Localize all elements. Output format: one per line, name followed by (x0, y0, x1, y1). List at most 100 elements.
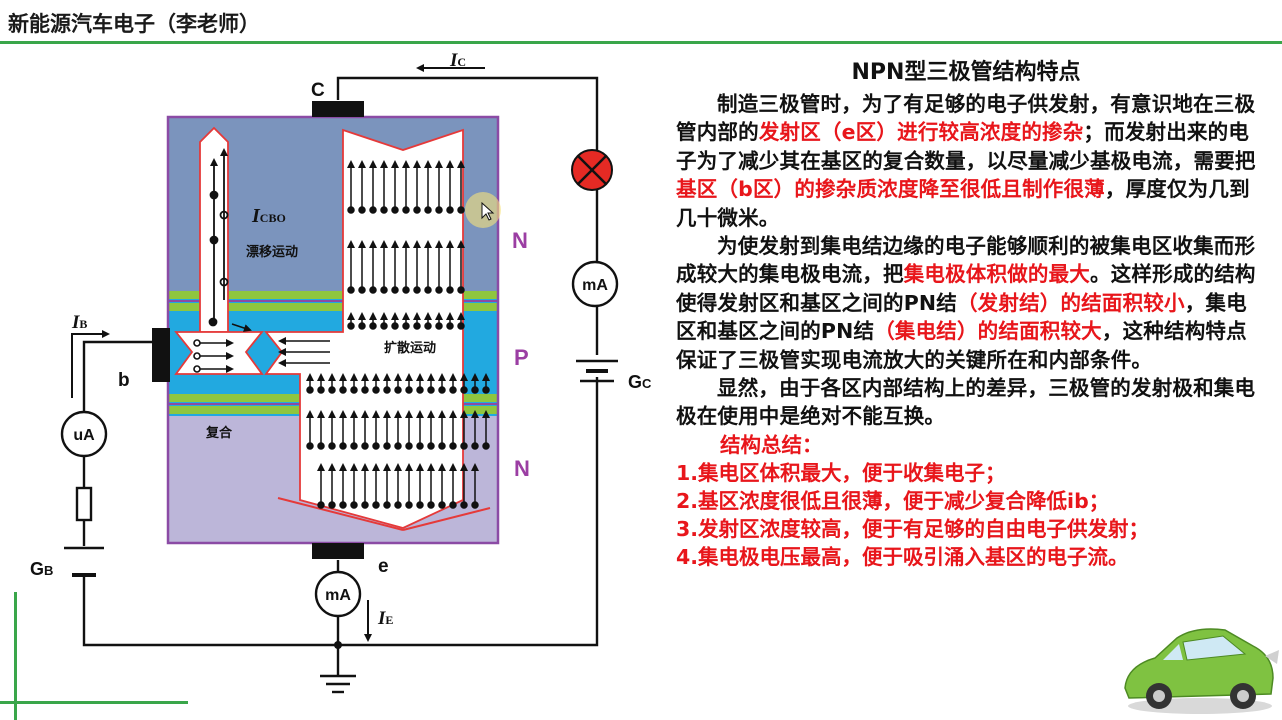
microammeter: uA (60, 410, 108, 458)
electron-dot (402, 206, 410, 214)
electron-dot (405, 386, 413, 394)
diffusion-electrons (278, 337, 330, 367)
electron-dot (413, 322, 421, 330)
electron-dot (416, 501, 424, 509)
electron-dot (306, 442, 314, 450)
electron-dot (424, 206, 432, 214)
collector-label: C (311, 80, 325, 101)
electron-dot (347, 206, 355, 214)
electron-dot (317, 442, 325, 450)
collector-electron-columns (306, 160, 490, 509)
highlight-text: 基区（b区）的掺杂质浓度降至很低且制作很薄 (676, 177, 1105, 202)
electron-dot (369, 206, 377, 214)
battery-gc (572, 355, 622, 383)
lamp-icon (571, 149, 613, 191)
electron-dot (405, 501, 413, 509)
electron-dot (361, 442, 369, 450)
electron-dot (460, 442, 468, 450)
electron-dot (383, 442, 391, 450)
battery-gb (60, 546, 108, 577)
electron-dot (380, 286, 388, 294)
collector-terminal (312, 101, 364, 117)
electron-dot (471, 442, 479, 450)
highlight-text: 集电极体积做的最大 (903, 262, 1091, 287)
drift-label: 漂移运动 (246, 244, 298, 260)
electron-dot (383, 386, 391, 394)
electron-dot (350, 386, 358, 394)
electron-dot (416, 386, 424, 394)
highlight-text: （发射结）的结面积较小 (956, 290, 1185, 315)
electron-dot (369, 286, 377, 294)
electron-dot (446, 206, 454, 214)
electron-dot (328, 501, 336, 509)
text-panel: NPN型三极管结构特点 制造三极管时，为了有足够的电子供发射，有意识地在三极管内… (676, 56, 1266, 571)
electron-dot (328, 386, 336, 394)
electron-dot (416, 442, 424, 450)
electron-dot (482, 442, 490, 450)
electron-dot (438, 442, 446, 450)
electron-dot (424, 286, 432, 294)
summary-item: 4.集电极电压最高，便于吸引涌入基区的电子流。 (676, 544, 1129, 569)
body-text: 为使发射到集电结边缘的电子能够顺利的被集电区收集而形成较大的集电极电流，把 (676, 234, 1256, 287)
electron-dot (457, 286, 465, 294)
corner-decoration-horizontal (0, 701, 188, 704)
body-text: ；而发射出来的电子为了减少其在基区的复合数量，以尽量减少基极电流，需要把 (676, 120, 1256, 173)
body-text: ，厚度仅为几到几十微米。 (676, 177, 1250, 230)
page-header-title: 新能源汽车电子（李老师） (8, 12, 260, 36)
electron-dot (449, 501, 457, 509)
electron-dot (449, 386, 457, 394)
resistor (75, 486, 93, 522)
header-divider (0, 41, 1282, 44)
region-n-top: N (512, 228, 528, 253)
emitter-label: e (378, 556, 389, 577)
body-text: 制造三极管时，为了有足够的电子供发射，有意识地在三极管内部的 (676, 92, 1256, 145)
electron-dot (339, 442, 347, 450)
electron-dot (449, 442, 457, 450)
electron-dot (424, 322, 432, 330)
header-bar: 新能源汽车电子（李老师） (0, 0, 1282, 44)
electron-dot (339, 501, 347, 509)
text-title: NPN型三极管结构特点 (851, 60, 1081, 85)
corner-decoration-vertical (14, 592, 17, 720)
electron-dot (372, 442, 380, 450)
electron-dot (394, 386, 402, 394)
electron-dot (413, 206, 421, 214)
electron-dot (306, 386, 314, 394)
electron-dot (317, 501, 325, 509)
electron-dot (427, 442, 435, 450)
ie-label: IE (377, 608, 393, 629)
milliammeter-top: mA (571, 260, 619, 308)
ib-arrow (71, 330, 110, 398)
electron-dot (427, 501, 435, 509)
recombine-label: 复合 (205, 425, 233, 441)
electron-dot (391, 322, 399, 330)
electron-dot (446, 322, 454, 330)
svg-text:mA: mA (582, 277, 608, 294)
electron-dot (391, 206, 399, 214)
ib-label: IB (71, 312, 87, 333)
ground-symbol (320, 674, 356, 694)
electron-dot (328, 442, 336, 450)
region-p: P (514, 345, 529, 370)
icbo-label: ICBO (251, 205, 286, 227)
summary-item: 3.发射区浓度较高，便于有足够的自由电子供发射； (676, 516, 1150, 541)
paragraph-1: 制造三极管时，为了有足够的电子供发射，有意识地在三极管内部的发射区（e区）进行较… (676, 90, 1266, 232)
svg-text:mA: mA (325, 587, 351, 604)
electron-dot (427, 386, 435, 394)
summary-item: 2.基区浓度很低且很薄，便于减少复合降低ib； (676, 488, 1110, 513)
base-electrons (193, 323, 252, 373)
electron-dot (391, 286, 399, 294)
electron-dot (435, 286, 443, 294)
gc-label: GC (628, 372, 652, 392)
paragraph-2: 为使发射到集电结边缘的电子能够顺利的被集电区收集而形成较大的集电极电流，把集电极… (676, 232, 1266, 374)
ic-label: IC (449, 50, 466, 71)
electron-dot (471, 501, 479, 509)
electron-dot (457, 322, 465, 330)
electron-dot (460, 386, 468, 394)
electron-dot (394, 442, 402, 450)
gb-label: GB (30, 559, 53, 579)
body-text: ，集电区和基区之间的PN结 (676, 290, 1247, 344)
electron-dot (435, 322, 443, 330)
electron-dot (402, 286, 410, 294)
electron-dot (347, 286, 355, 294)
